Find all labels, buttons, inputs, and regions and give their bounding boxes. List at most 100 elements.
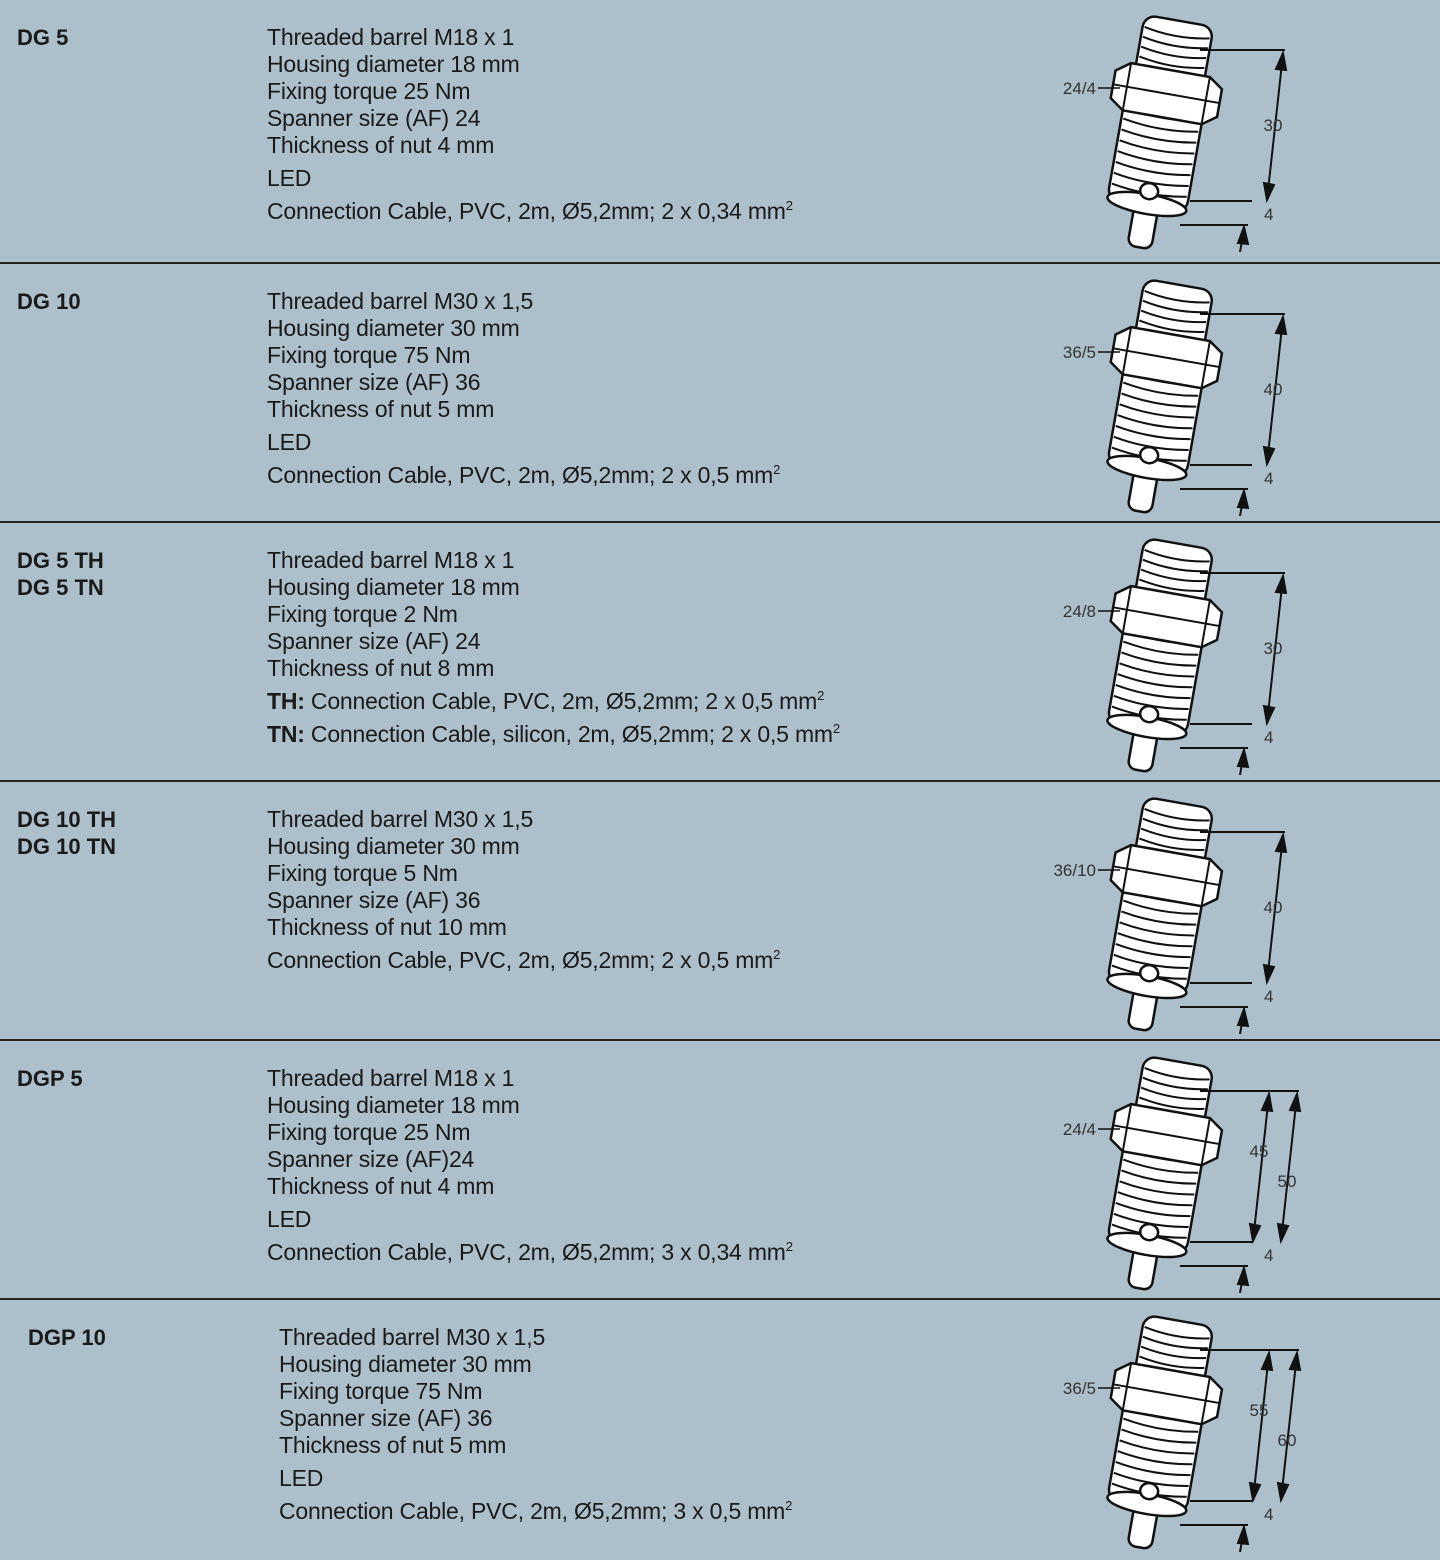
dimension-lines bbox=[1180, 49, 1288, 253]
dimension-label: 45 bbox=[1250, 1142, 1269, 1161]
spec-extra-text: Connection Cable, PVC, 2m, Ø5,2mm; 2 x 0… bbox=[267, 462, 774, 488]
spec-line: Threaded barrel M30 x 1,5 bbox=[279, 1324, 546, 1350]
product-name: DGP 5 bbox=[17, 1066, 83, 1091]
spec-line: Thickness of nut 4 mm bbox=[267, 132, 495, 158]
superscript: 2 bbox=[785, 1239, 793, 1254]
dimension-label: 30 bbox=[1264, 639, 1283, 658]
product-name: DG 5 TN bbox=[17, 575, 104, 600]
product-name: DGP 10 bbox=[28, 1325, 106, 1350]
nut-label: 36/10 bbox=[1053, 861, 1096, 880]
product-name-cell: DGP 5 bbox=[17, 1065, 83, 1092]
product-name-cell: DG 5 bbox=[17, 24, 68, 51]
spec-line: Housing diameter 18 mm bbox=[267, 51, 520, 77]
product-name: DG 10 bbox=[17, 289, 81, 314]
spec-extra-line: Connection Cable, PVC, 2m, Ø5,2mm; 2 x 0… bbox=[267, 198, 793, 225]
spec-extra-line: Connection Cable, PVC, 2m, Ø5,2mm; 2 x 0… bbox=[267, 947, 780, 974]
nut-label: 36/5 bbox=[1063, 343, 1096, 362]
nut-label: 36/5 bbox=[1063, 1379, 1096, 1398]
product-name: DG 10 TH bbox=[17, 807, 117, 832]
spec-line: Threaded barrel M18 x 1 bbox=[267, 1065, 515, 1091]
dimension-label: 4 bbox=[1264, 987, 1273, 1006]
dimension-lines bbox=[1180, 1349, 1302, 1553]
spec-line: Housing diameter 30 mm bbox=[267, 315, 520, 341]
dimension-lines bbox=[1180, 1090, 1302, 1294]
dimension-label: 4 bbox=[1264, 205, 1273, 224]
dimension-label: 40 bbox=[1264, 380, 1283, 399]
spec-extra-line: TN: Connection Cable, silicon, 2m, Ø5,2m… bbox=[267, 721, 840, 748]
sensor-drawing: 24/4 30 4 bbox=[1040, 10, 1340, 255]
spec-extra-line: LED bbox=[279, 1465, 792, 1492]
spec-line: Spanner size (AF) 24 bbox=[267, 628, 481, 654]
dimension-label: 50 bbox=[1278, 1172, 1297, 1191]
spec-line: Threaded barrel M18 x 1 bbox=[267, 547, 515, 573]
dimension-label: 40 bbox=[1264, 898, 1283, 917]
variant-prefix: TH: bbox=[267, 688, 305, 714]
spec-extra-text: LED bbox=[279, 1465, 324, 1491]
spec-line: Thickness of nut 4 mm bbox=[267, 1173, 495, 1199]
dimension-lines bbox=[1180, 831, 1288, 1035]
dimension-label: 55 bbox=[1250, 1401, 1269, 1420]
dimension-label: 30 bbox=[1264, 116, 1283, 135]
spec-extra-text: Connection Cable, PVC, 2m, Ø5,2mm; 3 x 0… bbox=[267, 1239, 786, 1265]
spec-extra-line: Connection Cable, PVC, 2m, Ø5,2mm; 3 x 0… bbox=[267, 1239, 793, 1266]
spec-line: Thickness of nut 10 mm bbox=[267, 914, 507, 940]
superscript: 2 bbox=[832, 721, 840, 736]
spec-line: Housing diameter 18 mm bbox=[267, 1092, 520, 1118]
spec-line: Fixing torque 5 Nm bbox=[267, 860, 458, 886]
spec-line: Spanner size (AF) 36 bbox=[267, 887, 481, 913]
spec-line: Fixing torque 25 Nm bbox=[267, 1119, 471, 1145]
spec-extra-text: Connection Cable, PVC, 2m, Ø5,2mm; 2 x 0… bbox=[304, 688, 818, 714]
spec-line: Spanner size (AF) 36 bbox=[279, 1405, 493, 1431]
dimension-lines bbox=[1180, 313, 1288, 517]
nut-label: 24/8 bbox=[1063, 602, 1096, 621]
sensor-illustration: 24/4 30 4 bbox=[1063, 15, 1288, 253]
sensor-drawing: 36/10 40 4 bbox=[1040, 792, 1340, 1037]
nut-label: 24/4 bbox=[1063, 79, 1096, 98]
spec-extra-line: Connection Cable, PVC, 2m, Ø5,2mm; 2 x 0… bbox=[267, 462, 780, 489]
spec-extra-line: LED bbox=[267, 1206, 793, 1233]
spec-line: Spanner size (AF)24 bbox=[267, 1146, 475, 1172]
spec-extra-text: Connection Cable, PVC, 2m, Ø5,2mm; 2 x 0… bbox=[267, 198, 786, 224]
spec-line: Spanner size (AF) 36 bbox=[267, 369, 481, 395]
spec-line: Fixing torque 75 Nm bbox=[279, 1378, 483, 1404]
spec-line: Thickness of nut 5 mm bbox=[267, 396, 495, 422]
spec-extra-line: LED bbox=[267, 429, 780, 456]
spec-line: Housing diameter 30 mm bbox=[279, 1351, 532, 1377]
spec-extra-text: Connection Cable, silicon, 2m, Ø5,2mm; 2… bbox=[304, 721, 833, 747]
superscript: 2 bbox=[785, 1498, 793, 1513]
spec-line: Thickness of nut 5 mm bbox=[279, 1432, 507, 1458]
superscript: 2 bbox=[773, 462, 781, 477]
variant-prefix: TN: bbox=[267, 721, 305, 747]
dimension-label: 4 bbox=[1264, 1246, 1273, 1265]
spec-extra-text: LED bbox=[267, 165, 312, 191]
spec-line: Threaded barrel M30 x 1,5 bbox=[267, 806, 534, 832]
spec-line: Housing diameter 18 mm bbox=[267, 574, 520, 600]
spec-line: Fixing torque 2 Nm bbox=[267, 601, 458, 627]
spec-extra-text: LED bbox=[267, 429, 312, 455]
dimension-lines bbox=[1180, 572, 1288, 776]
spec-line: Threaded barrel M18 x 1 bbox=[267, 24, 515, 50]
superscript: 2 bbox=[817, 688, 825, 703]
product-name-cell: DGP 10 bbox=[28, 1324, 106, 1351]
spec-line: Fixing torque 25 Nm bbox=[267, 78, 471, 104]
spec-line: Threaded barrel M30 x 1,5 bbox=[267, 288, 534, 314]
product-name-cell: DG 10 bbox=[17, 288, 81, 315]
product-name: DG 5 bbox=[17, 25, 69, 50]
